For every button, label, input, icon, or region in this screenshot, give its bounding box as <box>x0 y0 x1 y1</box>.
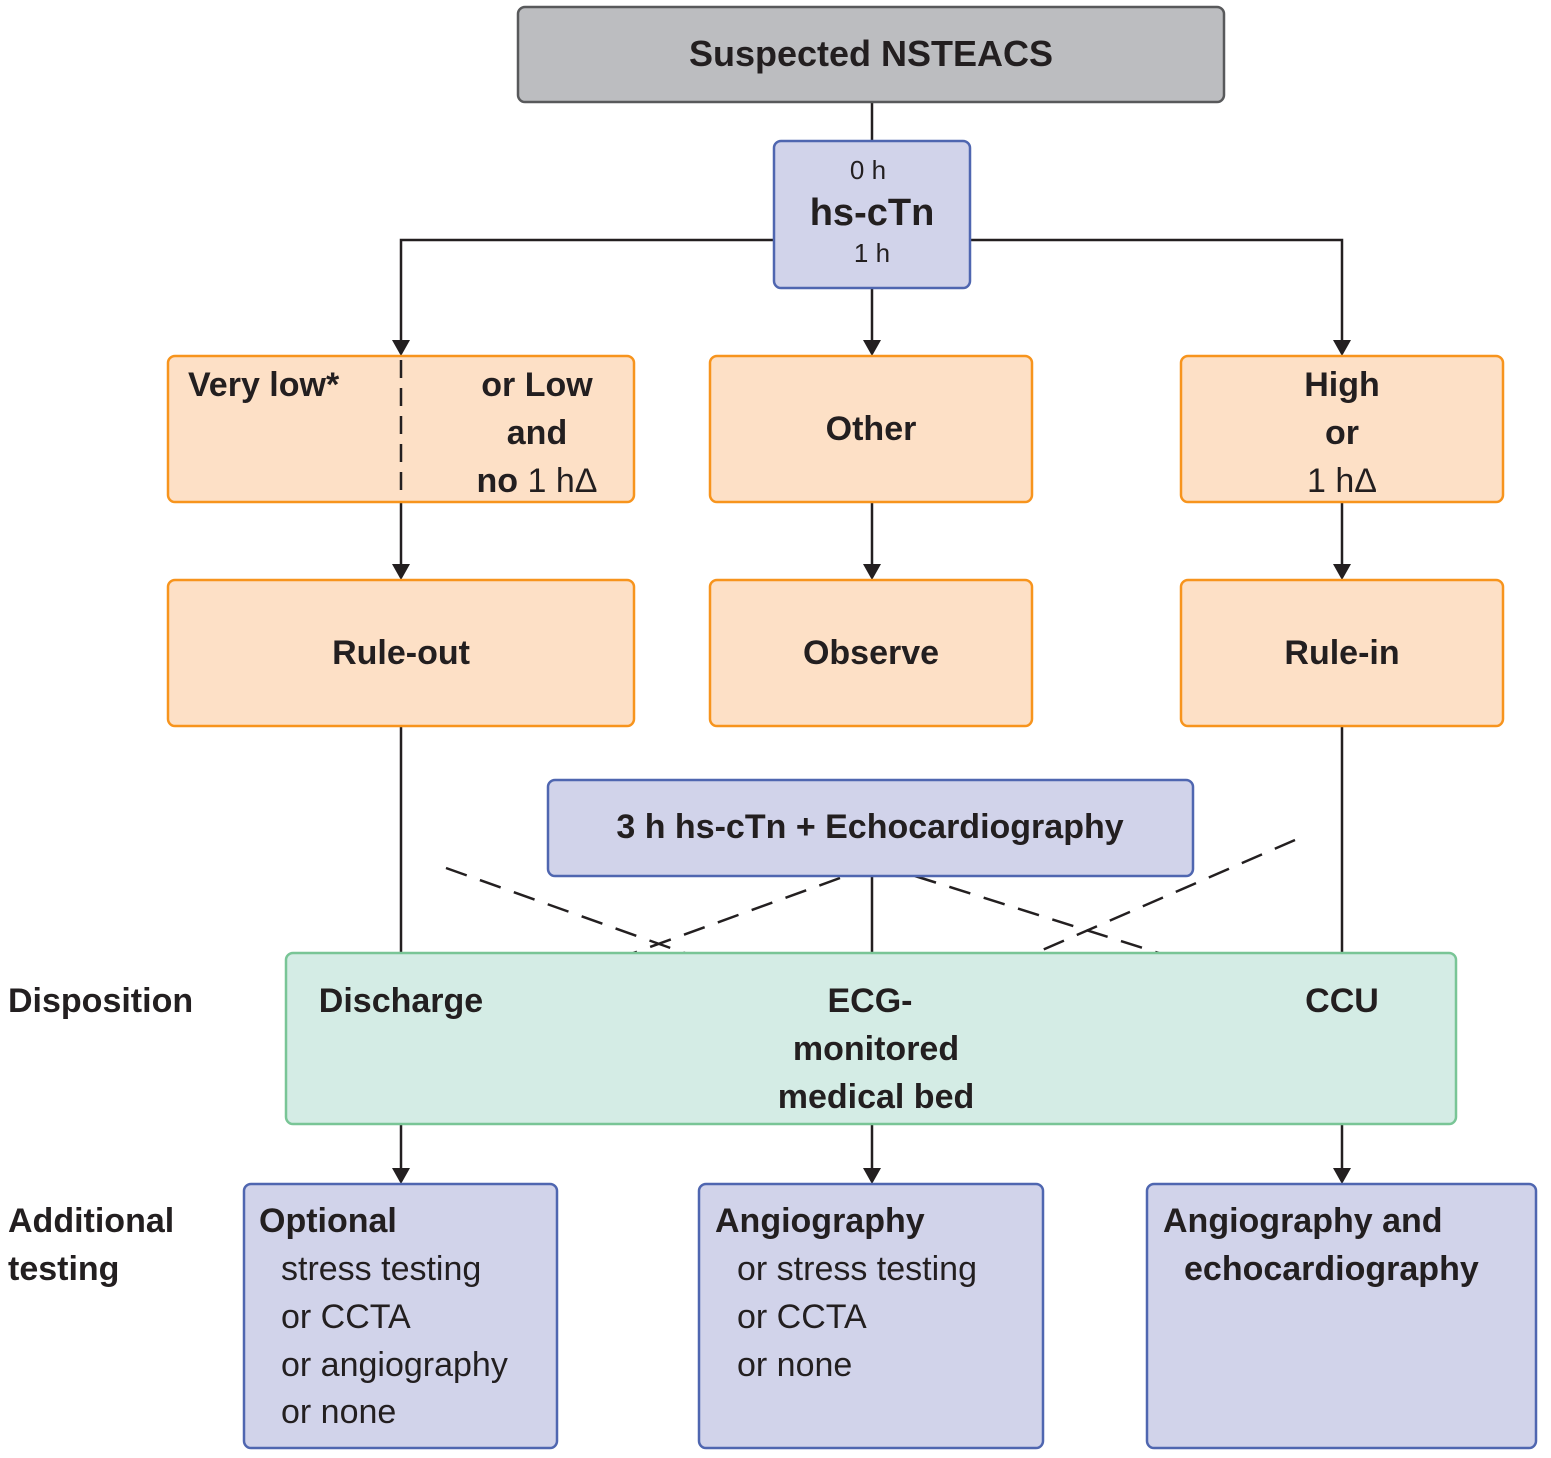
observe-box <box>708 578 1034 728</box>
risk-left-node: Very low* or Low and no 1 hΔ <box>166 354 636 504</box>
ruleout-label: Rule-out <box>332 634 470 672</box>
rulein-box <box>1179 578 1505 728</box>
arrowhead <box>863 340 881 356</box>
hsctn-time-0: 0 h <box>850 155 886 185</box>
hsctn-box <box>772 139 972 290</box>
disposition-ccu: CCU <box>1305 982 1379 1020</box>
testing-left-line: stress testing <box>281 1250 481 1288</box>
disposition-medical-bed: medical bed <box>778 1078 975 1116</box>
arrowhead <box>1333 1168 1351 1184</box>
testing-left-node: Optional stress testing or CCTA or angio… <box>242 1182 559 1450</box>
arrowhead <box>392 340 410 356</box>
testing-right-title-1: Angiography and <box>1163 1202 1443 1240</box>
row-label-disposition: Disposition <box>8 982 193 1020</box>
risk-other: Other <box>826 410 917 448</box>
risk-1h-delta: 1 hΔ <box>1307 462 1377 500</box>
row-label-testing: testing <box>8 1250 119 1288</box>
observe-test-label: 3 h hs-cTn + Echocardiography <box>616 808 1123 846</box>
testing-middle-node: Angiography or stress testing or CCTA or… <box>697 1182 1045 1450</box>
risk-and: and <box>507 414 567 452</box>
hsctn-time-1: 1 h <box>854 238 890 268</box>
arrowhead <box>1333 340 1351 356</box>
testing-left-line: or angiography <box>281 1346 508 1384</box>
risk-middle-node: Other <box>708 354 1034 504</box>
risk-high: High <box>1304 366 1380 404</box>
disposition-discharge: Discharge <box>319 982 483 1020</box>
observe-label: Observe <box>803 634 939 672</box>
risk-right-node: High or 1 hΔ <box>1179 354 1505 504</box>
connector-hsctn-to-left <box>399 238 775 342</box>
hsctn-label: hs-cTn <box>810 192 935 234</box>
testing-left-line: or CCTA <box>281 1298 411 1336</box>
observe-test-box <box>546 778 1195 878</box>
connector-hsctn-to-right <box>970 238 1344 342</box>
decision-middle-node: Observe <box>708 578 1034 728</box>
testing-right-title-2: echocardiography <box>1184 1250 1479 1288</box>
disposition-ecg: ECG- <box>828 982 913 1020</box>
disposition-monitored: monitored <box>793 1030 959 1068</box>
arrowhead <box>392 1168 410 1184</box>
testing-middle-title: Angiography <box>715 1202 925 1240</box>
risk-delta: 1 hΔ <box>528 462 598 500</box>
risk-no-delta: no 1 hΔ <box>477 462 598 500</box>
arrowhead <box>392 564 410 580</box>
testing-left-title: Optional <box>259 1202 397 1240</box>
disposition-box <box>284 951 1458 1126</box>
testing-right-box <box>1145 1182 1538 1450</box>
testing-middle-box <box>697 1182 1045 1450</box>
testing-left-line: or none <box>281 1393 396 1431</box>
testing-right-node: Angiography and echocardiography <box>1145 1182 1538 1450</box>
ruleout-box <box>166 578 636 728</box>
risk-or-low: or Low <box>481 366 593 404</box>
risk-middle-box <box>708 354 1034 504</box>
hsctn-node: 0 h hs-cTn 1 h <box>772 139 972 290</box>
testing-middle-line: or stress testing <box>737 1250 977 1288</box>
arrowhead <box>863 564 881 580</box>
testing-middle-line: or none <box>737 1346 852 1384</box>
risk-no: no <box>477 462 519 500</box>
rulein-label: Rule-in <box>1284 634 1399 672</box>
arrowhead <box>1333 564 1351 580</box>
row-label-additional: Additional <box>8 1202 174 1240</box>
disposition-node: Discharge ECG- monitored medical bed CCU <box>284 951 1458 1126</box>
risk-or: or <box>1325 414 1359 452</box>
arrowhead <box>863 1168 881 1184</box>
decision-left-node: Rule-out <box>166 578 636 728</box>
testing-middle-line: or CCTA <box>737 1298 867 1336</box>
risk-very-low: Very low* <box>188 366 340 404</box>
testing-left-box <box>242 1182 559 1450</box>
start-label: Suspected NSTEACS <box>689 33 1053 74</box>
observe-test-node: 3 h hs-cTn + Echocardiography <box>546 778 1195 878</box>
risk-right-box <box>1179 354 1505 504</box>
decision-right-node: Rule-in <box>1179 578 1505 728</box>
start-box <box>516 5 1226 104</box>
start-node: Suspected NSTEACS <box>516 5 1226 104</box>
